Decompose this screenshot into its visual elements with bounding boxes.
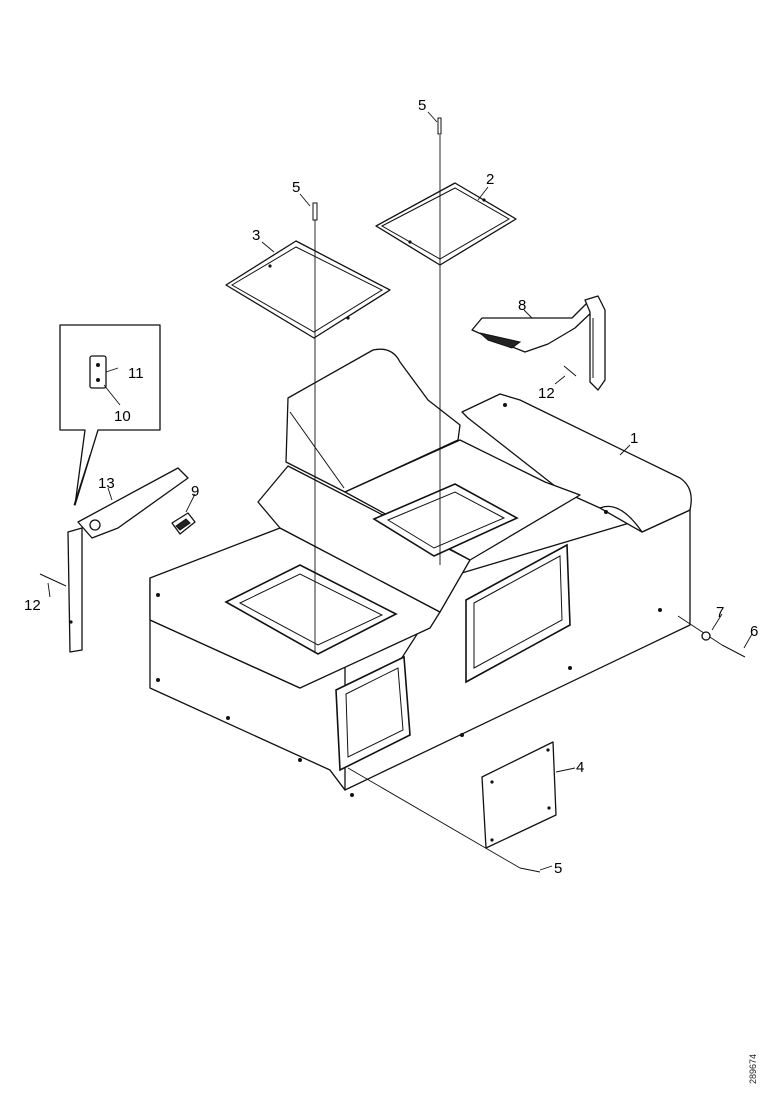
washer-7 xyxy=(701,631,711,641)
callout-13: 13 xyxy=(98,475,115,492)
drawing-number-text: 289674 xyxy=(748,1053,759,1085)
callout-2: 2 xyxy=(486,171,494,188)
cover-plate-3 xyxy=(225,240,391,339)
screw-5-top xyxy=(437,117,442,565)
access-panel-4 xyxy=(481,741,557,849)
callout-labels: 1 2 3 4 5 5 5 6 7 8 9 10 11 12 12 13 xyxy=(24,97,758,877)
screw-5-bottom xyxy=(347,767,541,873)
detail-inset xyxy=(59,324,161,506)
callout-12-right: 12 xyxy=(538,385,555,402)
cover-plate-2 xyxy=(375,182,517,266)
callout-8: 8 xyxy=(518,297,526,314)
callout-4: 4 xyxy=(576,759,584,776)
callout-1: 1 xyxy=(630,430,638,447)
leader-lines xyxy=(47,111,753,871)
screw-12-right xyxy=(563,365,577,377)
callout-5-top: 5 xyxy=(418,97,426,114)
callout-3: 3 xyxy=(252,227,260,244)
callout-11: 11 xyxy=(128,365,144,382)
drawing-number: 289674 xyxy=(748,1050,766,1090)
callout-7: 7 xyxy=(716,604,724,621)
callout-5-bottom: 5 xyxy=(554,860,562,877)
callout-12-left: 12 xyxy=(24,597,41,614)
callout-9: 9 xyxy=(191,483,199,500)
screw-12-left xyxy=(39,573,67,587)
callout-5-middle: 5 xyxy=(292,179,300,196)
console-housing xyxy=(149,348,692,797)
screw-6 xyxy=(677,615,746,658)
callout-10: 10 xyxy=(114,408,131,425)
screw-5-middle xyxy=(312,202,318,652)
bracket-8 xyxy=(471,295,606,391)
latch-9 xyxy=(171,512,196,535)
callout-6: 6 xyxy=(750,623,758,640)
rail-13 xyxy=(67,467,189,653)
